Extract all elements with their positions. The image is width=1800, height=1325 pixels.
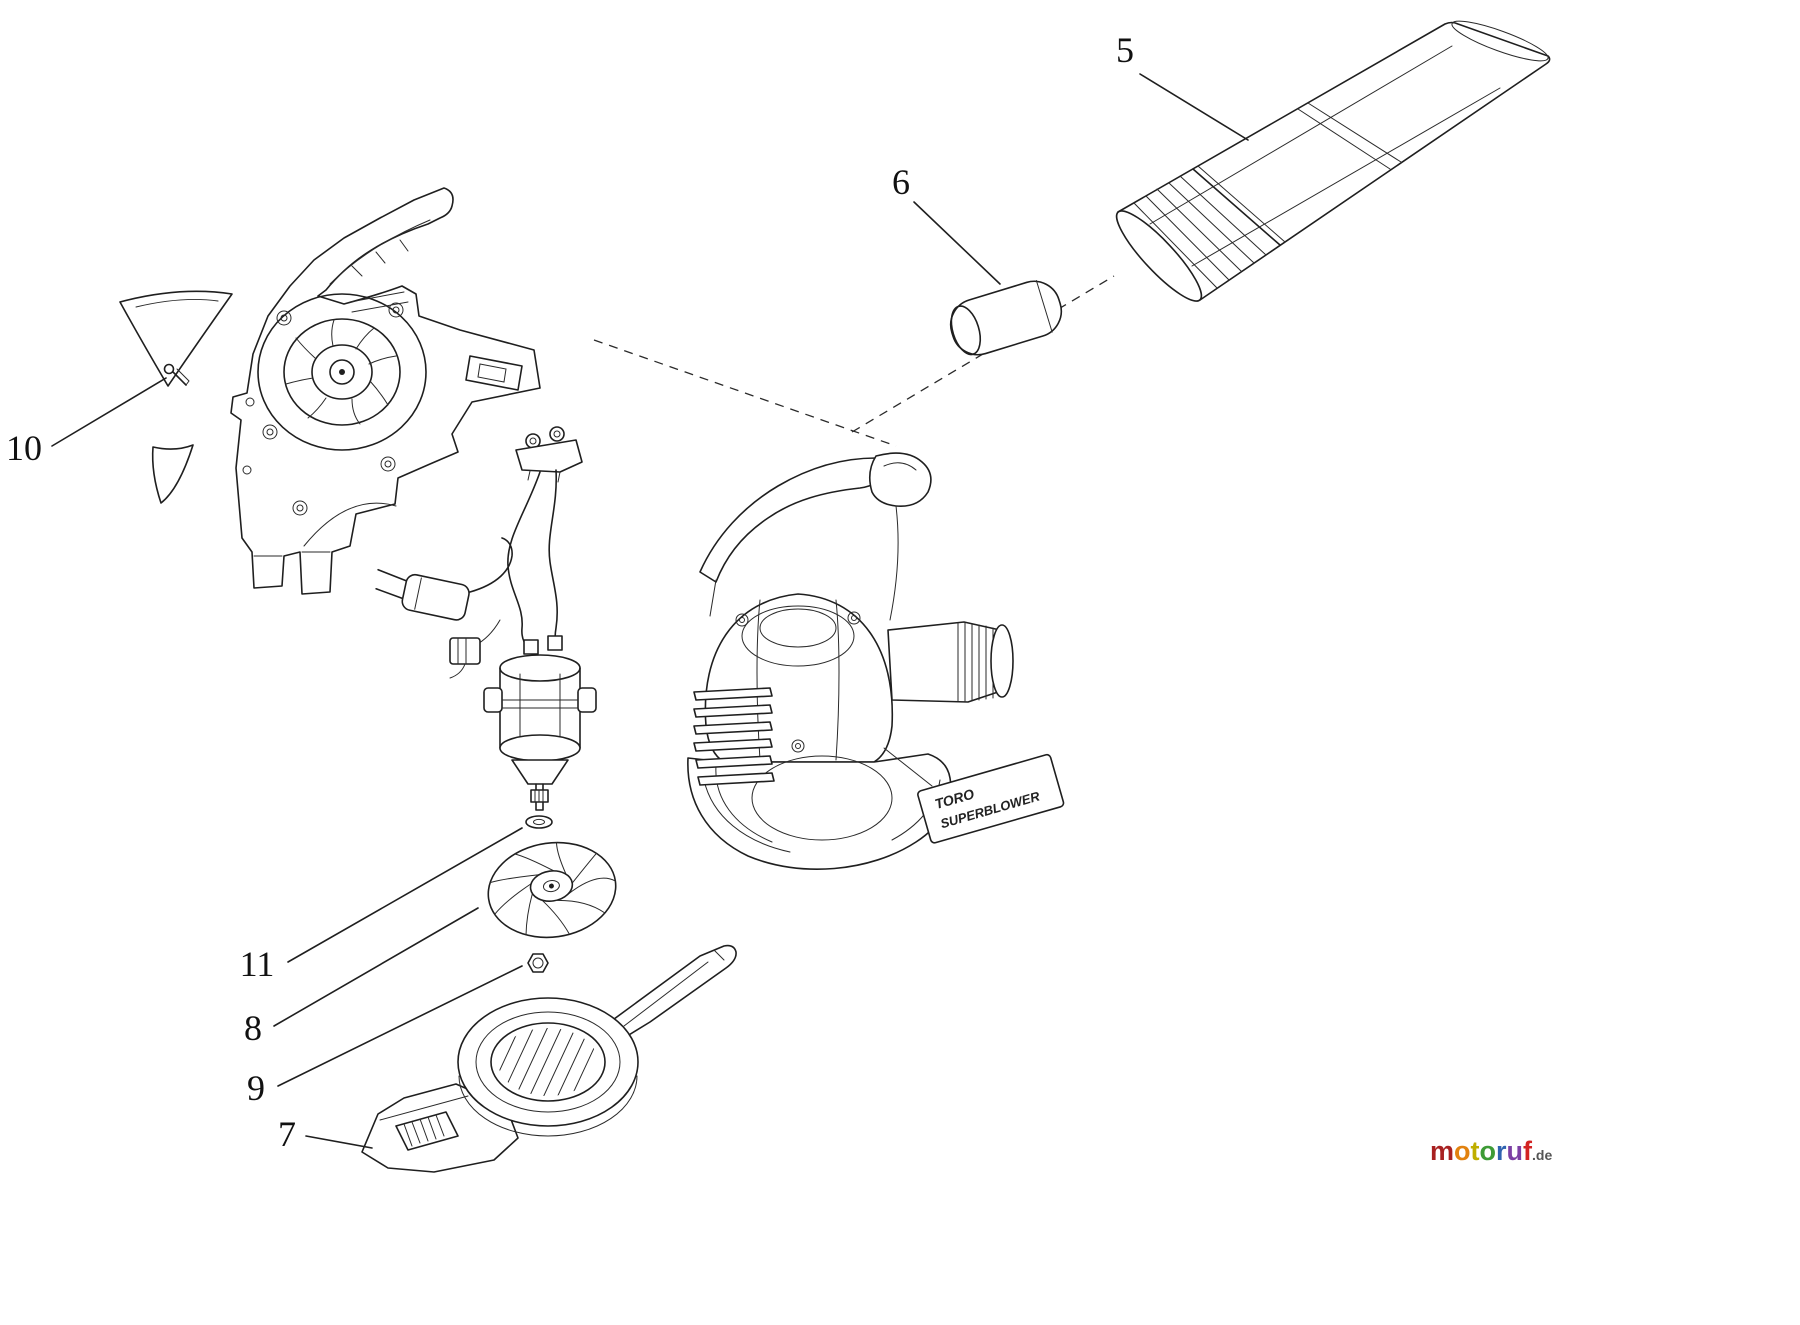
vacuum-base-plate (361, 944, 737, 1173)
callout-6: 6 (892, 162, 1001, 285)
callout-11-label: 11 (240, 944, 275, 984)
callout-8: 8 (244, 907, 479, 1048)
mounting-screw (163, 363, 190, 386)
logo-suffix: .de (1532, 1147, 1553, 1163)
washer (525, 815, 553, 829)
callout-7-label: 7 (278, 1114, 296, 1154)
left-housing-half (230, 187, 541, 595)
callout-5: 5 (1116, 30, 1249, 141)
logo-letter: f (1523, 1136, 1533, 1166)
superblower-decal: TORO SUPERBLOWER (883, 747, 1065, 844)
wiring-harness (469, 469, 559, 649)
callout-5-label: 5 (1116, 30, 1134, 70)
logo-letter: u (1506, 1136, 1524, 1166)
logo-letter: t (1470, 1136, 1480, 1166)
impeller-nut (527, 953, 549, 973)
nozzle-sleeve (949, 279, 1063, 356)
base-grille-hatch (498, 1028, 598, 1096)
callout-7: 7 (278, 1114, 373, 1154)
blower-tube (1115, 20, 1551, 302)
logo-letter: o (1454, 1136, 1471, 1166)
callout-9-label: 9 (247, 1068, 265, 1108)
callout-11: 11 (240, 827, 523, 984)
decal-triangle-upper (119, 290, 233, 387)
right-housing-half (687, 452, 1014, 870)
logo-letter: o (1479, 1136, 1497, 1166)
wire-connector (449, 637, 481, 679)
callout-8-label: 8 (244, 1008, 262, 1048)
callout-6-label: 6 (892, 162, 910, 202)
callout-10: 10 (6, 377, 167, 468)
callout-9: 9 (247, 965, 523, 1108)
logo-letter: r (1496, 1136, 1507, 1166)
impeller-fan (487, 841, 617, 939)
logo-letter: m (1430, 1136, 1455, 1166)
callout-10-label: 10 (6, 428, 42, 468)
power-cord-plug (375, 568, 470, 621)
intake-louvers (693, 687, 775, 786)
decal-triangle-lower (151, 444, 194, 504)
motor-assembly (483, 635, 597, 811)
power-switch (515, 426, 583, 483)
motoruf-logo: motoruf.de (1430, 1138, 1552, 1165)
